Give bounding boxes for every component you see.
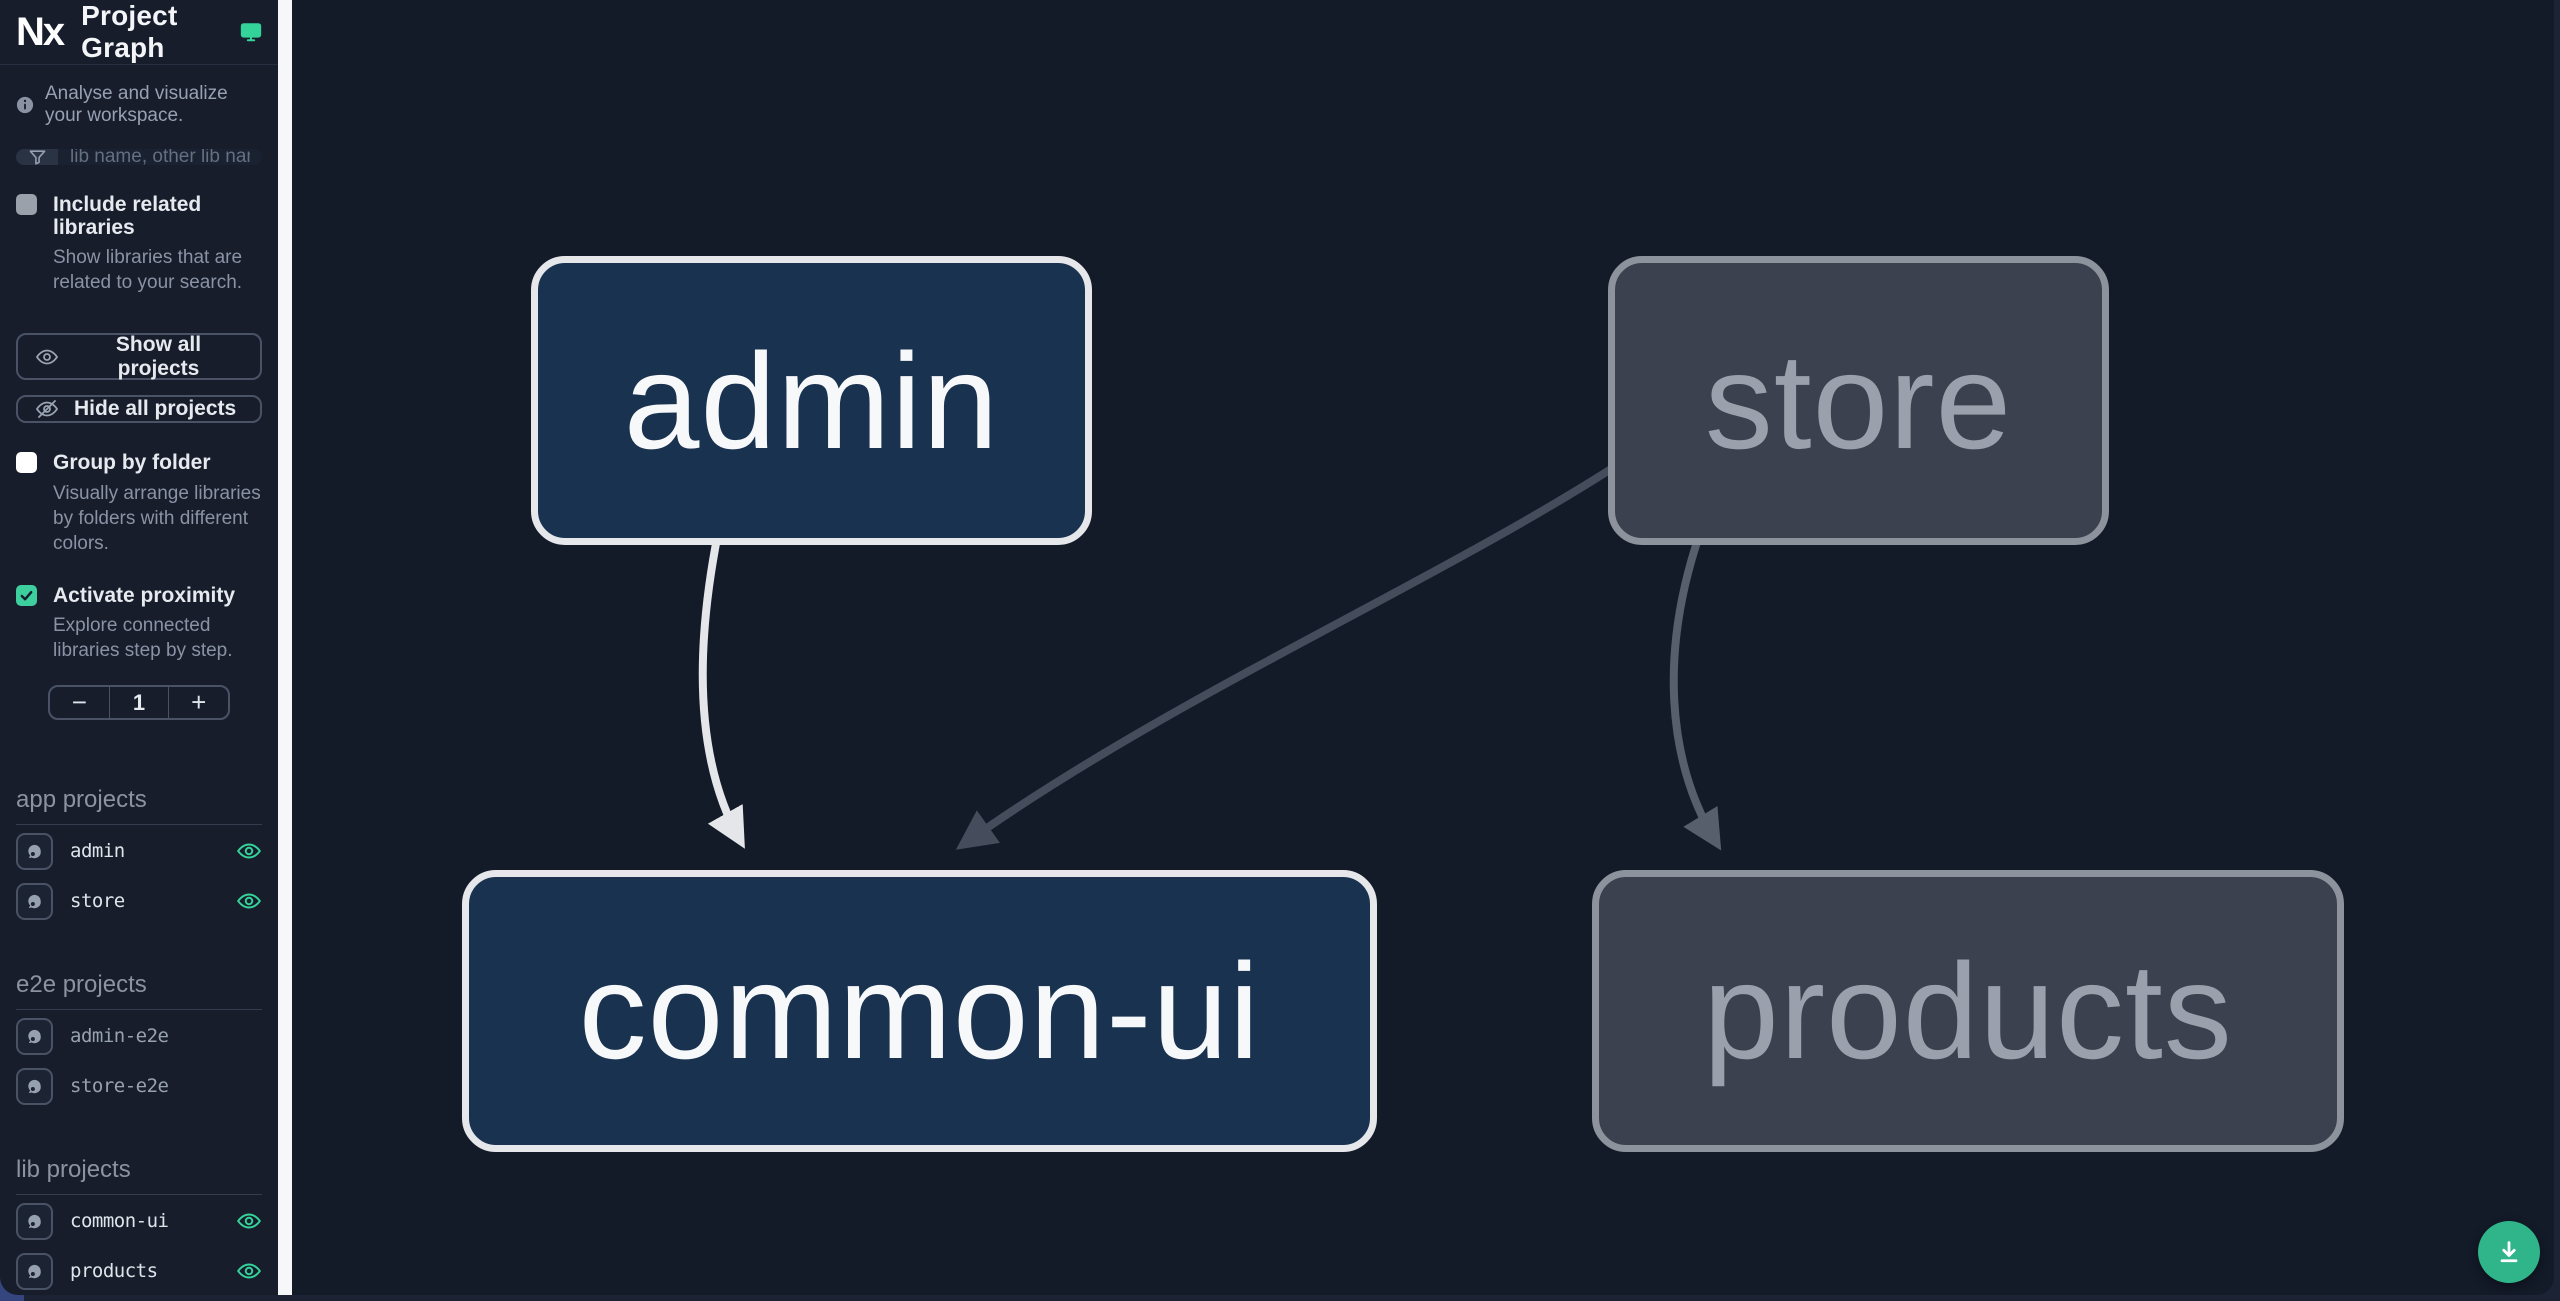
hide-all-projects-button[interactable]: Hide all projects xyxy=(16,395,262,424)
search-box xyxy=(16,149,262,166)
project-row-products: products xyxy=(16,1247,262,1295)
toggle-visibility-eye-icon[interactable] xyxy=(236,888,262,914)
edge-store-to-products xyxy=(1669,529,1722,851)
toggle-visibility-eye-icon[interactable] xyxy=(236,838,262,864)
group-by-folder-checkbox[interactable] xyxy=(16,452,37,474)
option-group-by-folder: Group by folder Visually arrange librari… xyxy=(16,451,262,555)
project-row-admin: admin xyxy=(16,827,262,875)
section-e2e-projects: e2e projects admin-e2e store- xyxy=(16,971,262,1110)
focus-project-button[interactable] xyxy=(16,832,53,870)
focus-project-button[interactable] xyxy=(16,882,53,920)
proximity-decrement-button[interactable]: − xyxy=(71,687,87,717)
group-by-folder-label: Group by folder xyxy=(53,451,211,475)
proximity-increment-button[interactable]: + xyxy=(191,687,207,717)
dependency-edges xyxy=(698,458,1722,851)
include-related-label: Include related libraries xyxy=(53,193,202,240)
activate-proximity-description: Explore connected libraries step by step… xyxy=(53,614,233,661)
include-related-description: Show libraries that are related to your … xyxy=(53,247,243,294)
sidebar: Nx Project Graph Analyse and visualize y… xyxy=(0,0,278,1295)
hide-all-projects-label: Hide all projects xyxy=(74,397,237,421)
section-title: app projects xyxy=(16,786,262,825)
section-title: lib projects xyxy=(16,1156,262,1195)
activate-proximity-label: Activate proximity xyxy=(53,583,236,607)
toggle-visibility-eye-icon[interactable] xyxy=(236,1208,262,1234)
activate-proximity-checkbox[interactable] xyxy=(16,584,37,606)
page-title: Project Graph xyxy=(81,0,178,63)
eye-icon xyxy=(35,345,59,369)
proximity-stepper: − 1 + xyxy=(48,685,230,720)
search-input[interactable] xyxy=(58,149,262,166)
panel-resizer[interactable] xyxy=(278,0,292,1295)
focus-project-button[interactable] xyxy=(16,1202,53,1240)
option-include-related: Include related libraries Show libraries… xyxy=(16,193,262,295)
proximity-value: 1 xyxy=(108,687,170,718)
download-graph-button[interactable] xyxy=(2478,1221,2540,1283)
sidebar-header: Nx Project Graph xyxy=(0,0,278,65)
focus-project-button[interactable] xyxy=(16,1067,53,1105)
node-label: common-ui xyxy=(578,935,1261,1087)
project-name: store-e2e xyxy=(70,1075,169,1097)
graph-canvas[interactable]: admin store common-ui products xyxy=(292,0,2554,1295)
project-name: admin xyxy=(70,840,125,862)
monitor-icon xyxy=(240,21,262,43)
project-row-store: store xyxy=(16,877,262,925)
project-name: store xyxy=(70,890,125,912)
project-row-admin-e2e: admin-e2e xyxy=(16,1012,262,1060)
graph-node-store[interactable]: store xyxy=(1608,256,2109,545)
edge-store-to-common-ui xyxy=(955,458,1626,850)
section-app-projects: app projects admin xyxy=(16,786,262,925)
graph-node-admin[interactable]: admin xyxy=(531,256,1092,545)
project-row-store-e2e: store-e2e xyxy=(16,1062,262,1110)
show-all-projects-label: Show all projects xyxy=(115,332,202,380)
download-icon xyxy=(2495,1238,2523,1266)
info-icon xyxy=(16,96,34,114)
tagline-row: Analyse and visualize your workspace. xyxy=(0,65,278,127)
section-lib-projects: lib projects common-ui xyxy=(16,1156,262,1295)
eye-off-icon xyxy=(35,397,59,421)
edge-admin-to-common-ui xyxy=(698,529,745,849)
include-related-checkbox[interactable] xyxy=(16,194,37,216)
node-label: store xyxy=(1704,324,2013,477)
nx-logo: Nx xyxy=(16,10,65,54)
section-title: e2e projects xyxy=(16,971,262,1010)
tagline-text: Analyse and visualize your workspace. xyxy=(45,83,228,126)
project-name: products xyxy=(70,1260,158,1282)
group-by-folder-description: Visually arrange libraries by folders wi… xyxy=(53,482,261,554)
show-all-projects-button[interactable]: Show all projects xyxy=(16,332,262,381)
toggle-visibility-eye-icon[interactable] xyxy=(236,1258,262,1284)
node-label: products xyxy=(1703,935,2233,1087)
focus-project-button[interactable] xyxy=(16,1252,53,1290)
graph-node-products[interactable]: products xyxy=(1592,870,2344,1152)
project-name: admin-e2e xyxy=(70,1025,169,1047)
project-row-common-ui: common-ui xyxy=(16,1197,262,1245)
filter-funnel-icon xyxy=(16,149,58,166)
graph-node-common-ui[interactable]: common-ui xyxy=(462,870,1377,1152)
focus-project-button[interactable] xyxy=(16,1017,53,1055)
option-activate-proximity: Activate proximity Explore connected lib… xyxy=(16,584,262,663)
project-name: common-ui xyxy=(70,1210,169,1232)
node-label: admin xyxy=(623,324,1000,477)
